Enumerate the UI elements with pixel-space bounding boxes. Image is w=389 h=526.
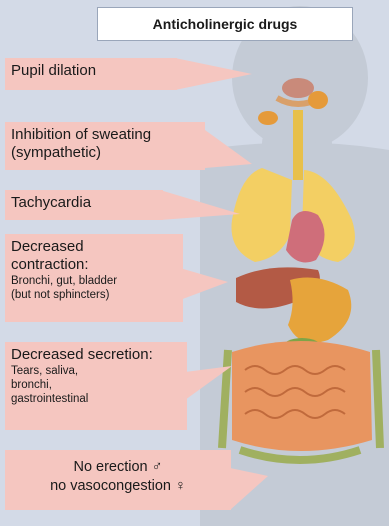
- label-tachycardia: Tachycardia: [5, 190, 163, 220]
- label-erection-line2: no vasocongestion ♀: [11, 477, 225, 496]
- label-contraction-line4: (but not sphincters): [11, 288, 177, 302]
- label-sweating-line2: (sympathetic): [11, 144, 199, 162]
- intestines: [222, 341, 380, 460]
- label-contraction-line3: Bronchi, gut, bladder: [11, 274, 177, 288]
- label-secretion-line1: Decreased secretion:: [11, 346, 181, 364]
- label-pupil-dilation: Pupil dilation: [5, 58, 177, 90]
- label-erection-line1: No erection ♂: [11, 458, 225, 477]
- label-sweating: Inhibition of sweating (sympathetic): [5, 122, 205, 170]
- label-sweating-line1: Inhibition of sweating: [11, 126, 199, 144]
- label-decreased-contraction: Decreased contraction: Bronchi, gut, bla…: [5, 234, 183, 322]
- figure-title: Anticholinergic drugs: [97, 7, 353, 41]
- label-erection: No erection ♂ no vasocongestion ♀: [5, 450, 231, 510]
- label-tachycardia-text: Tachycardia: [11, 194, 157, 212]
- label-pupil-text: Pupil dilation: [11, 62, 171, 80]
- label-contraction-line2: contraction:: [11, 256, 177, 274]
- label-secretion-line2: Tears, saliva,: [11, 364, 181, 378]
- label-decreased-secretion: Decreased secretion: Tears, saliva, bron…: [5, 342, 187, 430]
- label-contraction-line1: Decreased: [11, 238, 177, 256]
- label-secretion-line4: gastrointestinal: [11, 392, 181, 406]
- label-secretion-line3: bronchi,: [11, 378, 181, 392]
